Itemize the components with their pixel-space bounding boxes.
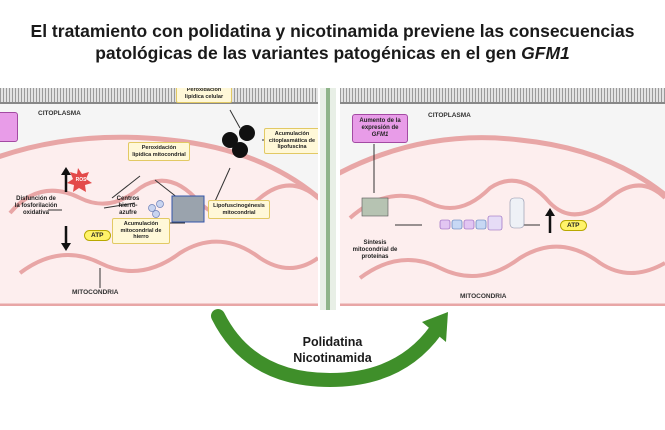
cytoplasmic-lipofuscin-box: Acumulación citoplasmática de lipofuscin… [264,128,318,154]
protein-synthesis-label: Síntesis mitocondrial de proteínas [352,240,398,260]
panel-divider [320,88,336,310]
right-panel-treated: Aumento de la expresión de GFM1 CITOPLAS… [340,88,665,306]
iron-accumulation-box: Acumulación mitocondrial de hierro [112,218,170,244]
gfm1-expression-text: Aumento de la expresión de [359,118,401,131]
treatment-polydatin: Polidatina [302,335,363,349]
left-cytoplasm-label: CITOPLASMA [38,110,81,117]
right-cytoplasm-label: CITOPLASMA [428,112,471,119]
title-gene-name: GFM1 [521,43,570,63]
panel-divider-bar [326,88,330,310]
left-cell-membrane [0,88,318,104]
ros-label: ROS [75,177,87,183]
left-mitochondria-label: MITOCONDRIA [72,289,119,296]
right-mitochondria-label: MITOCONDRIA [460,293,507,300]
left-panel-disease: CITOPLASMA MITOCONDRIA Disfunción de la … [0,88,318,306]
title-line-2: patológicas de las variantes patogénicas… [0,42,665,64]
right-cell-membrane [340,88,665,104]
cell-lipid-peroxidation-box: Peroxidación lipídica celular [176,88,232,103]
right-mitochondrion-drawing [340,135,665,306]
oxphos-dysfunction-label: Disfunción de la fosforilación oxidativa [14,196,58,216]
left-atp-badge: ATP [84,230,111,241]
mito-lipid-peroxidation-box: Peroxidación lipídica mitocondrial [128,142,190,161]
mito-lipofuscinogenesis-box: Lipofuscinogénesis mitocondrial [208,200,270,219]
right-atp-badge: ATP [560,220,587,231]
fe-s-clusters-label: Centros hierro-azufre [116,196,140,216]
gfm1-expression-gene: GFM1 [371,132,389,138]
treatment-nicotinamide: Nicotinamida [293,351,372,365]
left-expression-box-cropped [0,112,18,142]
title-line-2-text: patológicas de las variantes patogénicas… [95,43,522,63]
gfm1-expression-box: Aumento de la expresión de GFM1 [352,114,408,143]
title-line-1: El tratamiento con polidatina y nicotina… [30,21,635,41]
